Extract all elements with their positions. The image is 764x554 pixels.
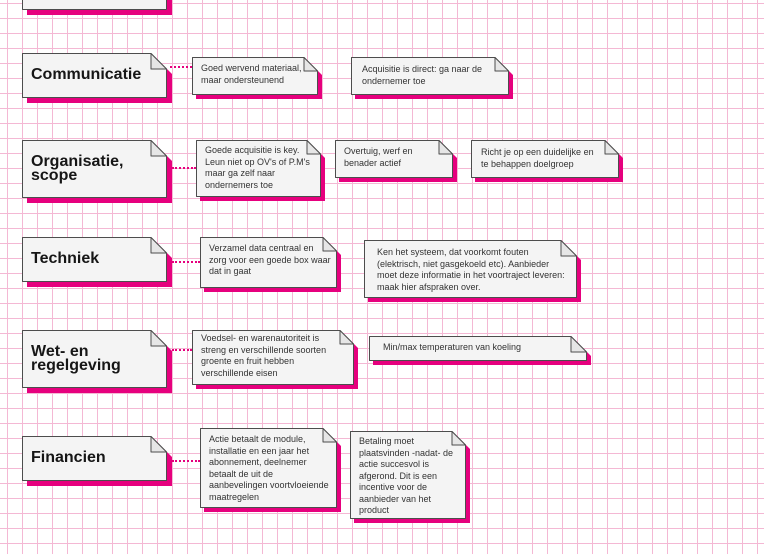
- note-card-organisatie-3[interactable]: Richt je op een duidelijke en te behappe…: [471, 140, 623, 182]
- connector-organisatie: [172, 167, 196, 169]
- card-fold: [150, 330, 167, 347]
- card-fold: [560, 240, 577, 257]
- note-text: Goed wervend materiaal, maar ondersteune…: [201, 63, 302, 85]
- card-fold: [150, 237, 167, 254]
- note-card-wet-en-regelgeving-2[interactable]: Min/max temperaturen van koeling: [369, 336, 591, 365]
- note-card-organisatie-1[interactable]: Goede acquisitie is key. Leun niet op OV…: [196, 140, 325, 201]
- card-body: [335, 140, 453, 178]
- note-text: Min/max temperaturen van koeling: [383, 342, 522, 352]
- note-card-communicatie-2[interactable]: Acquisitie is direct: ga naar de onderne…: [351, 57, 513, 99]
- note-text: Overtuig, werf en benader actief: [344, 146, 413, 168]
- card-shape: [364, 240, 581, 302]
- card-body: [22, 53, 167, 98]
- card-body: [192, 57, 318, 95]
- card-shape: [369, 336, 591, 365]
- card-outline: [22, 0, 167, 10]
- card-shape: [350, 431, 470, 523]
- card-shape: [22, 436, 172, 486]
- card-body: [192, 330, 354, 385]
- card-body: [22, 436, 167, 481]
- card-body: [471, 140, 619, 178]
- card-shape: [22, 237, 172, 287]
- note-card-financien-1[interactable]: Actie betaalt de module, installatie en …: [200, 428, 341, 512]
- card-fold: [322, 237, 337, 252]
- card-body: [200, 428, 337, 508]
- category-card-organisatie[interactable]: Organisatie, scope: [22, 140, 172, 203]
- card-shape: [192, 330, 358, 389]
- note-card-techniek-2[interactable]: Ken het systeem, dat voorkomt fouten (el…: [364, 240, 581, 302]
- note-card-financien-2[interactable]: Betaling moet plaatsvinden -nadat- de ac…: [350, 431, 470, 523]
- card-body: [364, 240, 577, 298]
- card-body: [196, 140, 321, 197]
- card-shape: [22, 0, 172, 15]
- category-card-communicatie[interactable]: Communicatie: [22, 53, 172, 103]
- card-body: [22, 237, 167, 282]
- card-body: [200, 237, 337, 288]
- card-fold: [570, 336, 587, 353]
- card-shape: [200, 237, 341, 292]
- card-body: [22, 0, 167, 10]
- card-shape: [192, 57, 322, 99]
- note-text: Ken het systeem, dat voorkomt fouten (el…: [377, 247, 565, 292]
- category-title: Techniek: [31, 250, 100, 268]
- category-card-partial[interactable]: [22, 0, 172, 15]
- card-fold: [322, 428, 337, 443]
- card-shape: [335, 140, 457, 182]
- card-fold: [306, 140, 321, 155]
- note-text: Actie betaalt de module, installatie en …: [209, 434, 329, 502]
- card-fold: [150, 436, 167, 453]
- card-body: [22, 330, 167, 388]
- card-body: [22, 140, 167, 198]
- card-fold: [604, 140, 619, 155]
- card-shape: [22, 140, 172, 203]
- note-card-techniek-1[interactable]: Verzamel data centraal en zorg voor een …: [200, 237, 341, 292]
- category-title: Organisatie, scope: [31, 152, 124, 184]
- card-shape: [200, 428, 341, 512]
- connector-techniek: [172, 261, 200, 263]
- note-text: Betaling moet plaatsvinden -nadat- de ac…: [359, 436, 454, 515]
- card-fold: [451, 431, 466, 446]
- card-body: [350, 431, 466, 519]
- note-text: Goede acquisitie is key. Leun niet op OV…: [205, 145, 310, 190]
- note-card-organisatie-2[interactable]: Overtuig, werf en benader actief: [335, 140, 457, 182]
- card-shape: [196, 140, 325, 201]
- card-shape: [22, 53, 172, 103]
- note-text: Verzamel data centraal en zorg voor een …: [209, 243, 331, 276]
- category-title: Wet- en regelgeving: [31, 342, 121, 374]
- category-card-wet-en-regelgeving[interactable]: Wet- en regelgeving: [22, 330, 172, 393]
- category-title: Financien: [31, 449, 106, 467]
- note-card-wet-en-regelgeving-1[interactable]: Voedsel- en warenautoriteit is streng en…: [192, 330, 358, 389]
- note-text: Acquisitie is direct: ga naar de onderne…: [362, 64, 483, 86]
- category-card-techniek[interactable]: Techniek: [22, 237, 172, 287]
- card-fold: [438, 140, 453, 155]
- card-shape: [351, 57, 513, 99]
- category-card-financien[interactable]: Financien: [22, 436, 172, 486]
- card-fold: [150, 140, 167, 157]
- note-text: Voedsel- en warenautoriteit is streng en…: [201, 333, 327, 378]
- card-body: [351, 57, 509, 95]
- connector-wet-en-regelgeving: [172, 349, 192, 351]
- category-title: Communicatie: [31, 66, 142, 84]
- card-shape: [22, 330, 172, 393]
- card-shape: [471, 140, 623, 182]
- connector-communicatie: [170, 66, 192, 68]
- card-fold: [339, 330, 354, 345]
- card-fold: [303, 57, 318, 72]
- note-text: Richt je op een duidelijke en te behappe…: [481, 147, 594, 169]
- card-body: [369, 336, 587, 361]
- card-fold: [494, 57, 509, 72]
- card-fold: [150, 53, 167, 70]
- note-card-communicatie-1[interactable]: Goed wervend materiaal, maar ondersteune…: [192, 57, 322, 99]
- connector-financien: [172, 460, 200, 462]
